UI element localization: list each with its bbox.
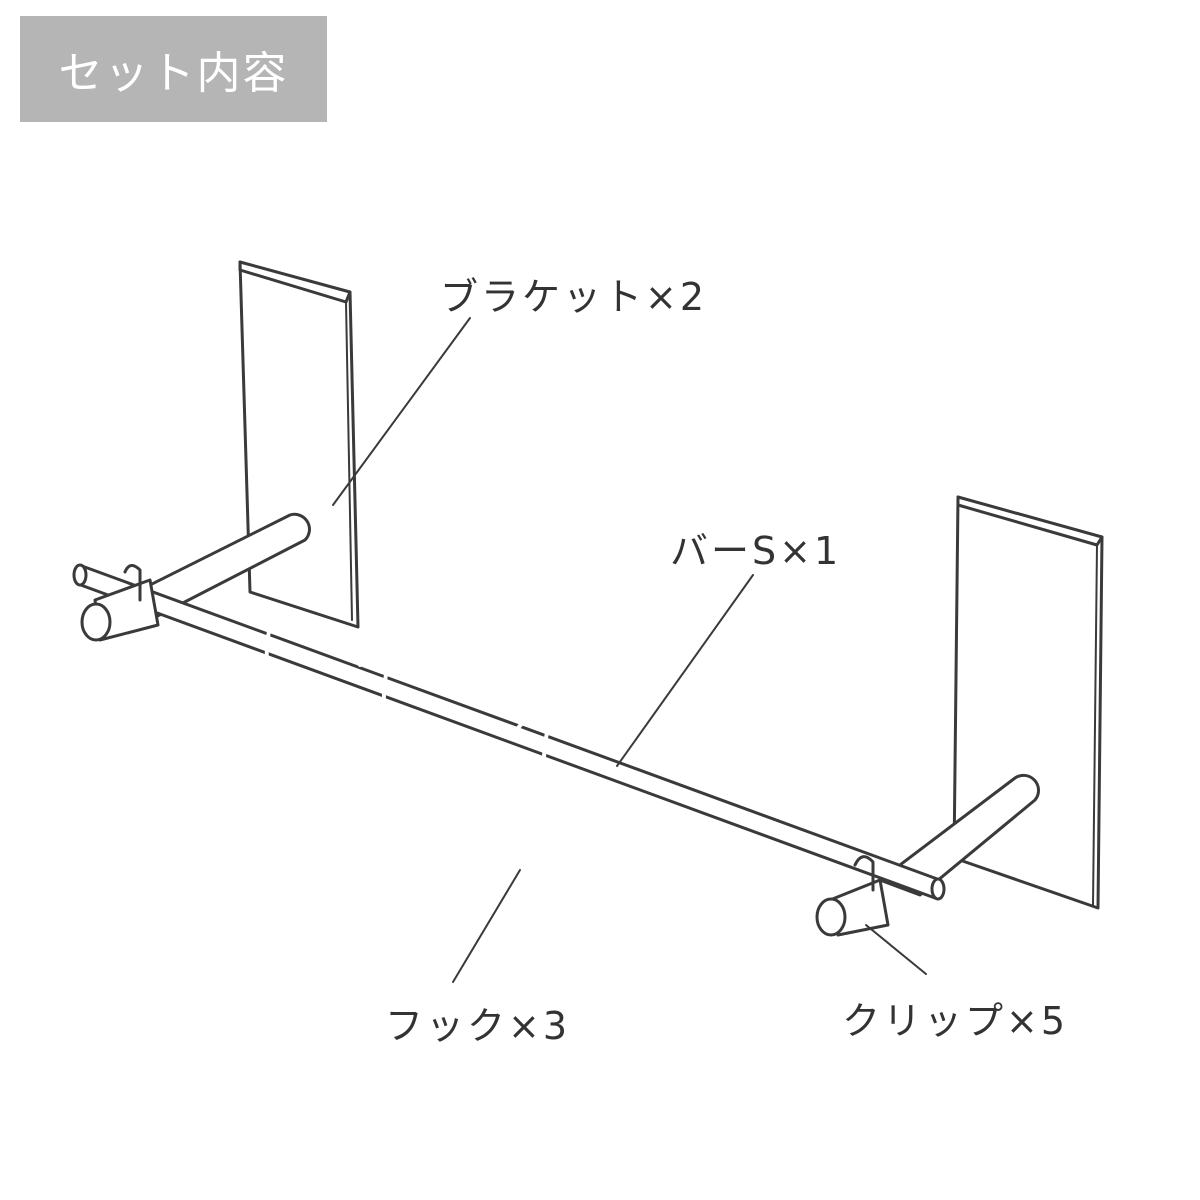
bar-leader-line xyxy=(616,574,754,767)
hook-label: フック×3 xyxy=(385,1004,571,1048)
clip-label: クリップ×5 xyxy=(842,999,1069,1043)
bar-label: バーS×1 xyxy=(670,529,842,573)
left-bracket-illustration xyxy=(118,260,360,629)
right-clip-illustration xyxy=(815,855,890,937)
right-bracket-illustration xyxy=(878,495,1104,910)
bracket-label: ブラケット×2 xyxy=(440,275,708,319)
hook-leader-line xyxy=(452,869,521,983)
clip-leader-line xyxy=(865,924,927,975)
hook-illustration-2 xyxy=(328,655,395,808)
set-contents-header: セット内容 xyxy=(20,16,327,122)
bar-illustration xyxy=(72,563,946,901)
hook-illustration-1 xyxy=(211,610,278,763)
hook-illustration-3 xyxy=(488,718,555,873)
bracket-leader-line xyxy=(332,317,471,506)
left-clip-illustration xyxy=(80,564,160,642)
header-title: セット内容 xyxy=(58,48,289,99)
